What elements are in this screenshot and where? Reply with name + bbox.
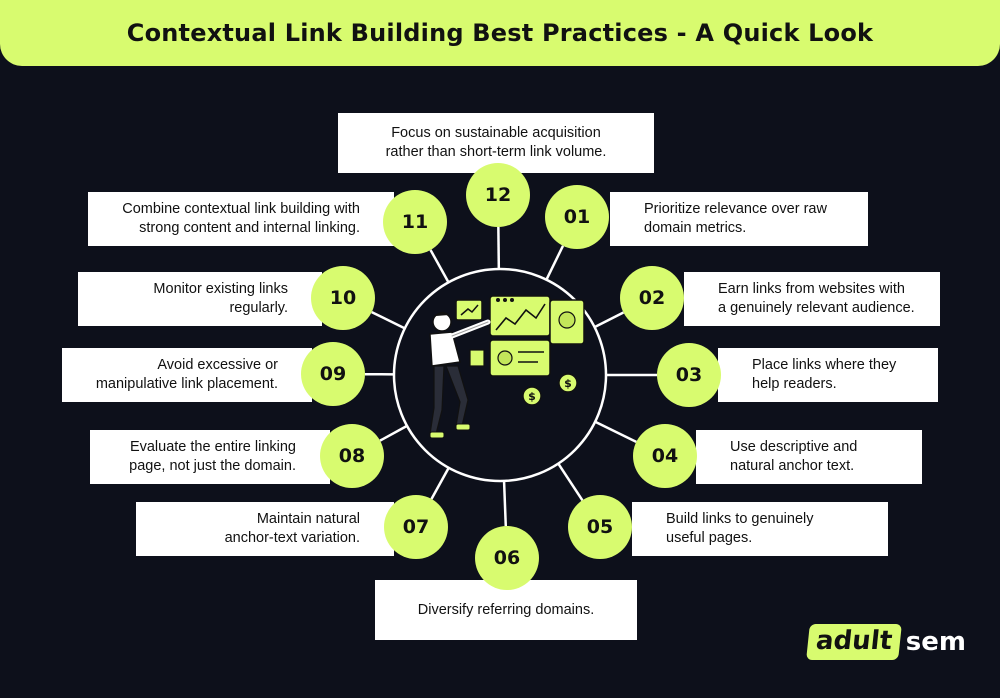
brand-logo: adult sem: [805, 624, 966, 660]
step-text-line: Earn links from websites with: [718, 281, 905, 297]
step-number-03: 03: [657, 343, 721, 407]
step-text: Focus on sustainable acquisition rather t…: [386, 124, 607, 162]
arrow-up-icon: [455, 299, 483, 321]
step-text-box-03: Place links where they help readers.: [718, 348, 938, 402]
step-text-box-06: Diversify referring domains.: [375, 580, 637, 640]
step-number-02: 02: [620, 266, 684, 330]
title-banner: Contextual Link Building Best Practices …: [0, 0, 1000, 66]
step-number-05: 05: [568, 495, 632, 559]
step-text-box-01: Prioritize relevance over raw domain metr…: [610, 192, 868, 246]
step-text-line: Monitor existing links: [153, 281, 288, 297]
step-text-line: Place links where they: [752, 357, 897, 373]
step-text-line: a genuinely relevant audience.: [718, 300, 915, 316]
svg-text:$: $: [564, 377, 572, 390]
step-text-line: help readers.: [752, 376, 837, 392]
connector-line-04: [594, 420, 637, 444]
step-text: Evaluate the entire linking page, not jus…: [129, 438, 296, 476]
step-text-line: rather than short-term link volume.: [385, 144, 607, 160]
connector-line-02: [593, 311, 625, 329]
step-text-box-09: Avoid excessive or manipulative link plac…: [62, 348, 312, 402]
step-text-line: Avoid excessive or: [157, 357, 278, 373]
step-text: Maintain natural anchor-text variation.: [225, 510, 360, 548]
step-text-line: Prioritize relevance over raw: [644, 201, 827, 217]
dollar-coin-icon: $ $: [522, 373, 578, 406]
step-number-06: 06: [475, 526, 539, 590]
step-text-line: anchor-text variation.: [224, 530, 360, 546]
step-number-04: 04: [633, 424, 697, 488]
connector-line-11: [429, 249, 450, 283]
dashboard-icon: [489, 295, 585, 377]
step-text-line: page, not just the domain.: [129, 458, 296, 474]
step-text-line: strong content and internal linking.: [139, 220, 360, 236]
connector-line-01: [545, 245, 565, 281]
step-number-12: 12: [466, 163, 530, 227]
person-icon: [429, 311, 491, 439]
step-number-08: 08: [320, 424, 384, 488]
step-number-01: 01: [545, 185, 609, 249]
step-text-line: Combine contextual link building with: [122, 201, 360, 217]
step-text-box-07: Maintain natural anchor-text variation.: [136, 502, 394, 556]
step-text-line: Focus on sustainable acquisition: [391, 125, 601, 141]
connector-line-10: [371, 310, 406, 330]
connector-line-06: [502, 480, 508, 527]
step-text-line: manipulative link placement.: [95, 376, 278, 392]
page-title: Contextual Link Building Best Practices …: [126, 19, 874, 47]
step-text-line: regularly.: [229, 300, 288, 316]
step-text: Build links to genuinely useful pages.: [666, 510, 814, 548]
logo-part-1: adult: [805, 624, 902, 660]
step-text-box-10: Monitor existing links regularly.: [78, 272, 322, 326]
step-text: Diversify referring domains.: [418, 601, 594, 620]
logo-part-2: sem: [905, 627, 966, 657]
step-text-line: natural anchor text.: [730, 458, 855, 474]
step-number-07: 07: [384, 495, 448, 559]
step-number-10: 10: [311, 266, 375, 330]
step-text-line: Evaluate the entire linking: [129, 439, 296, 455]
step-text-box-08: Evaluate the entire linking page, not jus…: [90, 430, 330, 484]
step-text-line: Build links to genuinely: [666, 511, 814, 527]
step-text: Prioritize relevance over raw domain metr…: [644, 200, 827, 238]
step-text-line: Diversify referring domains.: [417, 601, 595, 618]
step-text-line: useful pages.: [666, 530, 753, 546]
step-text-line: domain metrics.: [644, 220, 747, 236]
step-text: Earn links from websites with a genuinely…: [718, 280, 915, 318]
step-text-line: Use descriptive and: [730, 439, 858, 455]
step-number-09: 09: [301, 342, 365, 406]
connector-line-07: [430, 467, 450, 500]
step-text-box-11: Combine contextual link building with str…: [88, 192, 394, 246]
step-text: Place links where they help readers.: [752, 356, 896, 394]
connector-line-08: [379, 424, 408, 442]
step-text: Use descriptive and natural anchor text.: [730, 438, 857, 476]
step-text-box-04: Use descriptive and natural anchor text.: [696, 430, 922, 484]
step-number-11: 11: [383, 190, 447, 254]
step-text-box-02: Earn links from websites with a genuinely…: [684, 272, 940, 326]
step-text: Combine contextual link building with str…: [122, 200, 360, 238]
svg-text:$: $: [528, 390, 536, 403]
step-text: Monitor existing links regularly.: [153, 280, 288, 318]
step-text-line: Maintain natural: [256, 511, 360, 527]
step-text-box-05: Build links to genuinely useful pages.: [632, 502, 888, 556]
connector-line-05: [557, 462, 584, 501]
step-text: Avoid excessive or manipulative link plac…: [96, 356, 278, 394]
chart-icon: [495, 298, 546, 331]
